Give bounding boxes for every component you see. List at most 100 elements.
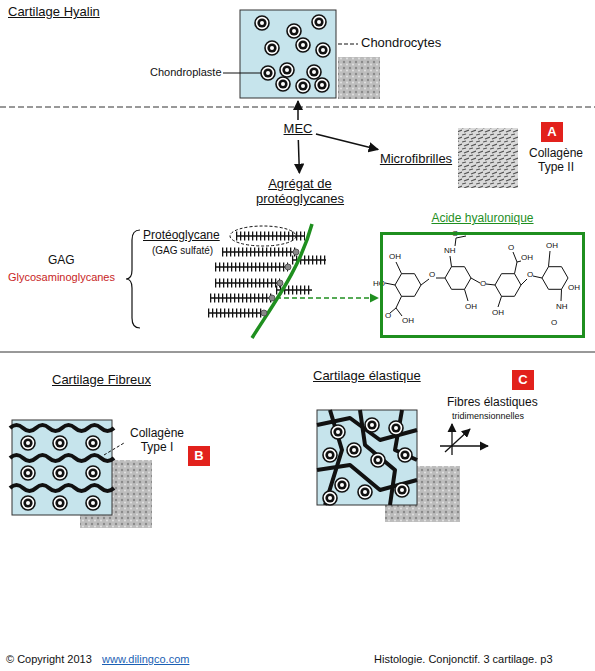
chondrocyte-cell	[287, 24, 301, 38]
chondrocyte-cell	[316, 43, 330, 57]
atom-label: OH	[389, 252, 401, 261]
chondrocyte-cell	[331, 425, 345, 439]
proteoglycan-core	[208, 312, 264, 313]
part-label: Chondroplaste	[150, 66, 222, 79]
collagen-fiber	[10, 425, 114, 431]
brace	[126, 230, 140, 328]
atom-label: O	[429, 270, 435, 279]
atom-label: OH	[521, 253, 533, 262]
copyright: © Copyright 2013	[6, 653, 92, 666]
arrow	[297, 101, 299, 120]
hyaluronic-chain	[252, 224, 312, 338]
section-title: Cartilage Fibreux	[52, 373, 151, 388]
link-protein	[269, 295, 275, 301]
fibrous-square	[12, 420, 112, 515]
collagen-fiber	[10, 455, 114, 461]
axis-arrow	[451, 424, 452, 455]
gag-chains	[236, 232, 305, 241]
sugar-ring	[542, 267, 568, 290]
proteoglycan-core	[215, 282, 280, 283]
atom-label: OH	[402, 316, 414, 325]
part-label: Fibres élastiques	[447, 396, 538, 410]
substituent-bond	[450, 236, 468, 301]
node-text: A	[547, 125, 556, 140]
arrow	[276, 297, 378, 298]
leader-line	[223, 73, 261, 74]
proteoglycan-core	[236, 235, 305, 236]
chondrocyte-cell	[265, 41, 279, 55]
chondrocyte-cell	[389, 421, 403, 435]
part-label: Collagène Type I	[122, 427, 192, 455]
chondrocyte-cell	[53, 496, 67, 510]
chondrocyte-cell	[86, 496, 100, 510]
collagen-fiber	[10, 485, 114, 491]
link-protein	[293, 249, 299, 255]
atom-label: OH	[546, 241, 558, 250]
connector-arrow	[316, 134, 378, 150]
chondrocyte-cell	[315, 78, 329, 92]
substituent-bond	[498, 252, 521, 307]
proteoglycan-core	[210, 297, 272, 298]
axis-arrow	[445, 429, 470, 452]
link-protein	[261, 310, 267, 316]
part-label: Protéoglycane	[143, 229, 220, 243]
callout-letter: B	[188, 446, 210, 466]
gag-chains	[215, 279, 280, 288]
gag-chains	[215, 263, 288, 272]
aggregate-label: Agrégat de protéoglycanes	[240, 175, 360, 209]
chondrocyte-cell	[398, 448, 412, 462]
part-note: tridimensionnelles	[452, 411, 524, 421]
node-text: Agrégat de protéoglycanes	[240, 177, 360, 207]
atom-label: OH	[492, 308, 504, 317]
page-footer: Histologie. Conjonctif. 3 cartilage. p3	[374, 653, 553, 666]
chondrocyte-cell	[86, 466, 100, 480]
chondrocyte-cell	[21, 496, 35, 510]
micrograph	[338, 57, 380, 99]
leader-line	[338, 44, 358, 45]
micrograph	[458, 128, 518, 188]
sugar-ring	[445, 267, 471, 290]
axis-arrow	[440, 445, 488, 446]
chondrocyte-cell	[323, 491, 337, 505]
chondrocyte-cell	[255, 16, 269, 30]
chondrocyte-cell	[307, 65, 321, 79]
proteoglycan-core	[215, 266, 288, 267]
section-title: Cartilage Hyalin	[8, 5, 100, 20]
chondrocyte-cell	[261, 66, 275, 80]
proteoglycan-core	[222, 251, 296, 252]
atom-label: NH	[556, 302, 568, 311]
atom-label: OH	[568, 283, 580, 292]
chondrocyte-cell	[335, 478, 349, 492]
connector-arrow	[298, 140, 299, 173]
chondrocyte-cell	[371, 453, 385, 467]
link-protein	[285, 264, 291, 270]
hyaline-square	[240, 10, 336, 98]
atom-label: OH	[465, 302, 477, 311]
section-title: Cartilage élastique	[313, 369, 421, 384]
node-text: C	[518, 373, 527, 388]
atom-label: O	[527, 270, 533, 279]
chondrocyte-cell	[53, 436, 67, 450]
chondrocyte-cell	[276, 77, 290, 91]
part-label: Glycosaminoglycanes	[8, 271, 115, 284]
sugar-ring	[495, 274, 521, 297]
sugar-ring	[395, 274, 421, 297]
chondrocyte-cell	[347, 443, 361, 457]
microfibril-label: Microfibrilles	[374, 150, 458, 168]
part-note: (GAG sulfaté)	[152, 245, 213, 257]
atom-label: O	[508, 243, 514, 252]
chondrocyte-cell	[365, 418, 379, 432]
chondrocyte-cell	[53, 466, 67, 480]
frame-border	[380, 232, 585, 338]
chondrocyte-cell	[296, 38, 310, 52]
gag-chains	[210, 294, 272, 303]
substituent-bond	[385, 262, 402, 316]
part-label: Chondrocytes	[361, 36, 441, 51]
hyaluronic-box: Acide hyaluronique	[380, 212, 585, 338]
gag-chains	[208, 309, 264, 318]
atom-label: O	[385, 311, 391, 320]
callout-letter: A	[541, 122, 563, 142]
elastic-square	[317, 410, 417, 505]
chondrocyte-cell	[296, 79, 310, 93]
part-label: Collagène Type II	[518, 147, 594, 175]
